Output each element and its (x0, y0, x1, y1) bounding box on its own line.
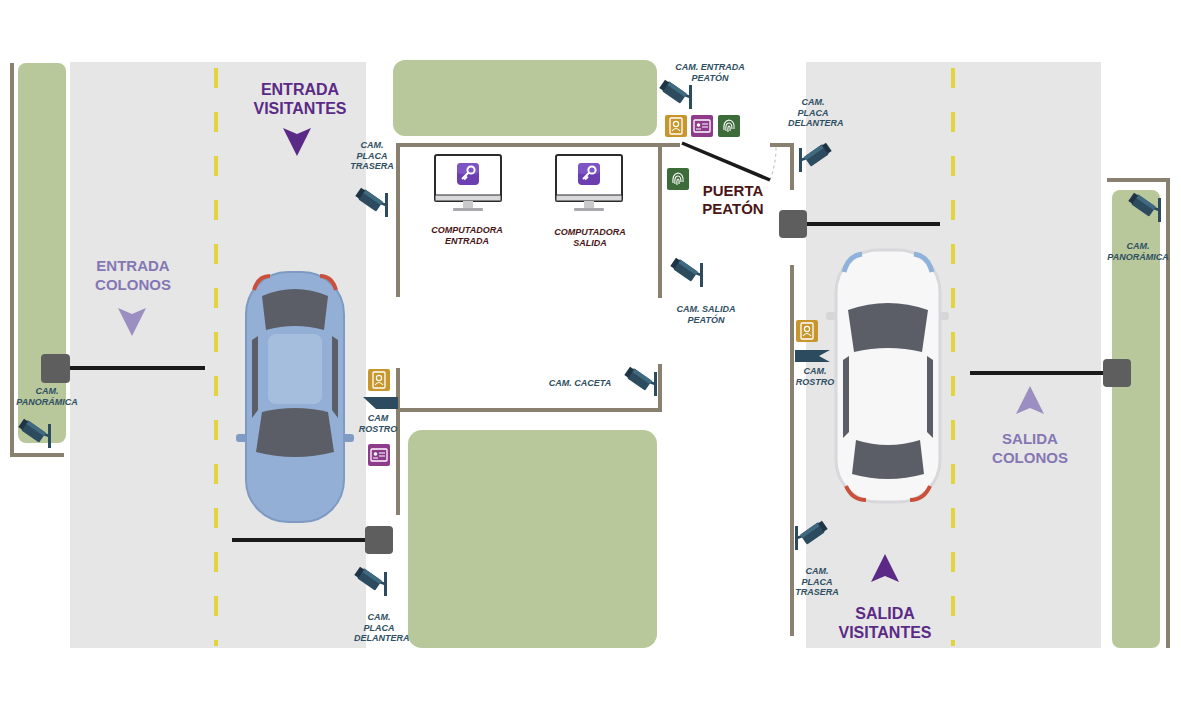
access-readers-part (665, 115, 687, 137)
camera-label: CAM. PANORÁMICA (11, 386, 83, 407)
white-car-part (927, 356, 933, 438)
blue-car-part (320, 276, 336, 290)
walls-part (398, 364, 660, 410)
access-readers-part (363, 397, 398, 409)
blue-car-part (256, 408, 334, 457)
access-readers-part (796, 320, 818, 342)
white-car (826, 250, 949, 502)
blue-car (236, 272, 354, 522)
camera-label: CAM. PLACA TRASERA (347, 140, 397, 172)
access-readers (363, 115, 830, 466)
access-readers-part (691, 115, 713, 137)
camera-label: CAM. SALIDA PEATÓN (664, 304, 748, 325)
barriers-part (70, 366, 205, 370)
white-car-part (910, 486, 930, 500)
white-car-part (836, 250, 940, 502)
white-car-part (848, 303, 928, 352)
pedestrian-door-part (770, 146, 776, 180)
direction-arrows-part (1016, 386, 1044, 414)
access-readers-part (718, 115, 740, 137)
cameras-part (624, 366, 657, 396)
area-title: SALIDA VISITANTES (825, 604, 945, 642)
pedestrian-door (682, 143, 776, 180)
barriers-part (806, 222, 940, 226)
cameras-part (355, 187, 388, 217)
access-readers-part (368, 369, 390, 391)
walls-part (770, 145, 792, 190)
walls-part (396, 368, 400, 515)
walls (12, 63, 1168, 648)
direction-arrows (118, 128, 1044, 582)
access-readers-part (368, 444, 390, 466)
direction-arrows-part (871, 554, 899, 582)
camera-label: CAM ROSTRO (357, 413, 399, 434)
camera-label: CAM. ENTRADA PEATÓN (668, 62, 752, 83)
barriers-part (365, 526, 393, 554)
blue-car-part (254, 276, 270, 290)
camera-label: CAM. PLACA DELANTERA (788, 97, 838, 129)
barriers (41, 210, 1131, 554)
barriers-part (1103, 359, 1131, 387)
blue-car-part (332, 336, 338, 418)
white-car-part (843, 356, 849, 438)
cameras-part (670, 257, 703, 287)
access-readers-part (667, 168, 689, 190)
camera-label: CAM. CACETA (540, 378, 620, 389)
computers (435, 155, 622, 211)
white-car-part (844, 254, 862, 272)
cameras-part (1128, 192, 1161, 222)
green-areas (18, 60, 1160, 648)
cameras (18, 79, 1161, 596)
direction-arrows-part (283, 128, 311, 156)
roads-part (214, 68, 218, 646)
green-areas-part (408, 430, 657, 648)
roads-part (806, 62, 1101, 648)
cameras-part (795, 520, 828, 550)
cameras-part (18, 418, 51, 448)
computer-label: COMPUTADORA SALIDA (544, 227, 636, 250)
blue-car-part (252, 336, 258, 418)
barriers-part (232, 538, 378, 542)
door-label: PUERTA PEATÓN (692, 182, 774, 218)
computers-part (435, 155, 501, 211)
camera-label: CAM. PLACA TRASERA (792, 566, 842, 598)
lane-title: ENTRADA COLONOS (81, 257, 185, 295)
computer-label: COMPUTADORA ENTRADA (421, 225, 513, 248)
walls-part (790, 265, 794, 636)
cameras-part (659, 79, 692, 109)
white-car-part (852, 440, 924, 479)
walls-part (398, 145, 680, 297)
roads-part (70, 62, 366, 648)
blue-car-part (246, 272, 344, 522)
white-car-part (914, 254, 932, 272)
area-title: ENTRADA VISITANTES (240, 80, 360, 118)
camera-label: CAM. PLACA DELANTERA (354, 612, 404, 644)
blue-car-part (262, 289, 328, 330)
access-readers-part (795, 350, 830, 362)
cameras-part (354, 566, 387, 596)
camera-label: CAM. PANORÁMICA (1102, 241, 1174, 262)
barriers-part (41, 354, 70, 383)
computers-part (556, 155, 622, 211)
barriers-part (779, 210, 807, 238)
walls-part (12, 63, 64, 455)
pedestrian-door-part (682, 143, 770, 180)
blue-car-part (268, 334, 322, 404)
lane-title: SALIDA COLONOS (978, 430, 1082, 468)
green-areas-part (393, 60, 657, 136)
walls-part (658, 145, 662, 298)
roads-part (951, 68, 955, 646)
cameras-part (799, 142, 832, 172)
barriers-part (970, 371, 1117, 375)
roads (70, 62, 1101, 648)
direction-arrows-part (118, 308, 146, 336)
camera-label: CAM. ROSTRO (793, 366, 837, 387)
white-car-part (846, 486, 866, 500)
